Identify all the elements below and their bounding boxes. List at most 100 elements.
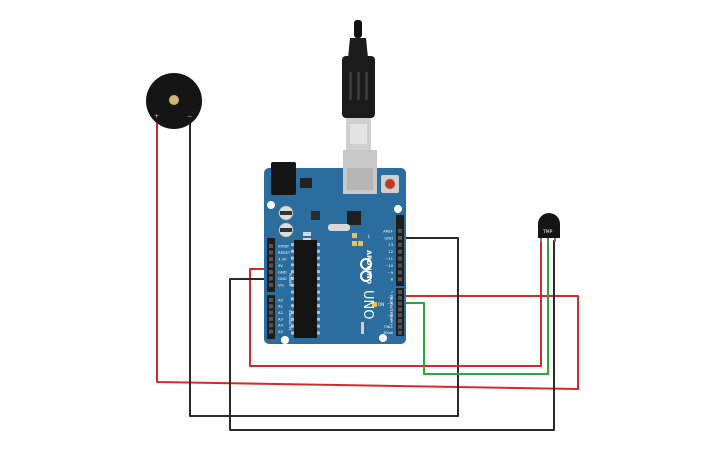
- digital-pin-hole[interactable]: [398, 324, 402, 329]
- power-pin-hole[interactable]: [269, 263, 273, 268]
- digital-pin-label: ~3: [387, 313, 393, 318]
- wire-buzzer-negative[interactable]: [189, 122, 459, 417]
- chip-pin: [317, 270, 320, 274]
- digital-pin-hole[interactable]: [398, 307, 402, 312]
- digital-pin-hole[interactable]: [398, 235, 402, 240]
- analog-pin-hole[interactable]: [269, 304, 273, 309]
- power-pin-label: IOREF: [278, 243, 289, 248]
- led-on-label: ON: [378, 302, 384, 307]
- power-pin-label: Vin: [278, 282, 285, 287]
- analog-pin-label: A0: [278, 297, 284, 302]
- pin-labels: IOREFRESET3.3V5VGNDGNDVinA0A1A2A3A4A5ARE…: [278, 228, 394, 335]
- sensor-label: TMP: [542, 229, 553, 235]
- power-pin-hole[interactable]: [269, 257, 273, 261]
- chip-pin: [317, 297, 320, 301]
- buzzer-minus-label: −: [187, 113, 192, 120]
- wire-5v-to-sensor[interactable]: [249, 240, 542, 367]
- digital-pin-label: 13: [388, 242, 393, 247]
- crystal: [328, 224, 350, 231]
- analog-pin-hole[interactable]: [269, 298, 273, 302]
- chip-pin: [291, 249, 294, 253]
- mount-hole: [394, 205, 402, 213]
- sensor-body: [538, 213, 560, 238]
- digital-pin-hole[interactable]: [398, 277, 402, 282]
- power-header-label: POWER: [288, 273, 292, 287]
- analog-pin-hole[interactable]: [269, 323, 273, 328]
- chip-pin: [291, 304, 294, 308]
- analog-pin-hole[interactable]: [269, 316, 273, 321]
- power-pin-hole[interactable]: [269, 276, 273, 281]
- buzzer-center: [169, 95, 179, 105]
- chip-pin: [317, 256, 320, 260]
- voltage-regulator: [300, 178, 312, 188]
- digital-pin-hole[interactable]: [398, 319, 402, 323]
- chip-pin: [317, 331, 320, 335]
- chip-pin: [291, 317, 294, 321]
- digital-pin-hole[interactable]: [398, 229, 402, 233]
- chip-pin: [291, 331, 294, 335]
- chip-pin: [317, 277, 320, 280]
- digital-header-label: DIGITAL (PWM~): [389, 295, 393, 325]
- digital-pin-hole[interactable]: [398, 313, 402, 318]
- wire-buzzer-positive[interactable]: [156, 122, 579, 390]
- power-pin-label: 3.3V: [278, 256, 287, 261]
- atmega-chip: [294, 240, 317, 338]
- digital-pin-label: ~11: [385, 256, 394, 261]
- analog-pin-hole[interactable]: [269, 329, 273, 334]
- led-l-label: L: [368, 234, 371, 239]
- chip-pin: [291, 243, 294, 246]
- digital-pin-label: ~10: [385, 263, 394, 268]
- chip-pin: [317, 317, 320, 321]
- wire-gnd-to-sensor[interactable]: [229, 240, 555, 431]
- atmega-pins: [291, 243, 320, 335]
- power-pin-hole[interactable]: [269, 283, 273, 287]
- digital-pin-hole[interactable]: [398, 256, 402, 261]
- digital-pin-label: ~6: [387, 295, 393, 300]
- tmp-temperature-sensor[interactable]: TMP: [538, 213, 560, 242]
- digital-pin-hole[interactable]: [398, 270, 402, 275]
- digital-pin-label: 2: [391, 318, 394, 323]
- digital-pin-label: TX▸1: [383, 324, 394, 329]
- mount-hole: [379, 334, 387, 342]
- digital-pin-label: 8: [391, 277, 394, 282]
- digital-pin-label: GND: [384, 235, 393, 240]
- digital-pin-hole[interactable]: [398, 295, 402, 300]
- analog-pin-hole[interactable]: [269, 310, 273, 315]
- chip-pin: [291, 283, 294, 287]
- digital-pin-hole[interactable]: [398, 249, 402, 254]
- analog-pin-label: A3: [278, 316, 284, 321]
- digital-pin-hole[interactable]: [398, 301, 402, 306]
- power-pin-hole[interactable]: [269, 250, 273, 255]
- chip-pin: [291, 270, 294, 274]
- chip-pin: [317, 290, 320, 294]
- usb-cable[interactable]: [342, 20, 375, 150]
- digital-pin-hole[interactable]: [398, 242, 402, 247]
- digital-pin-label: 7: [391, 289, 394, 294]
- led-on: [372, 302, 377, 307]
- analog-header-label: ANALOG IN: [288, 310, 292, 330]
- chip-pin: [317, 324, 320, 328]
- power-pin-hole[interactable]: [269, 270, 273, 274]
- usb-controller-chip: [347, 211, 361, 225]
- chip-pin: [291, 297, 294, 301]
- small-ic: [311, 211, 320, 220]
- piezo-buzzer[interactable]: + −: [146, 73, 202, 129]
- analog-pin-label: A4: [278, 323, 284, 328]
- digital-pin-hole[interactable]: [398, 263, 402, 268]
- wire-signal-green[interactable]: [399, 240, 549, 375]
- arduino-uno-board[interactable]: L ON ARDUINO UNO DIGITAL (PWM~) POWER AN…: [264, 150, 406, 344]
- chip-pin: [317, 283, 320, 287]
- digital-pin-label: 12: [388, 249, 393, 254]
- header-pins: [269, 229, 402, 335]
- led-rx: [358, 241, 363, 246]
- chip-pin: [291, 256, 294, 260]
- chip-pin: [291, 311, 294, 314]
- digital-pin-hole[interactable]: [398, 330, 402, 335]
- power-pin-hole[interactable]: [269, 244, 273, 248]
- digital-pin-hole[interactable]: [398, 290, 402, 294]
- power-jack: [271, 162, 296, 195]
- chip-pin: [317, 263, 320, 267]
- chip-pin: [291, 277, 294, 280]
- chip-pin: [291, 324, 294, 328]
